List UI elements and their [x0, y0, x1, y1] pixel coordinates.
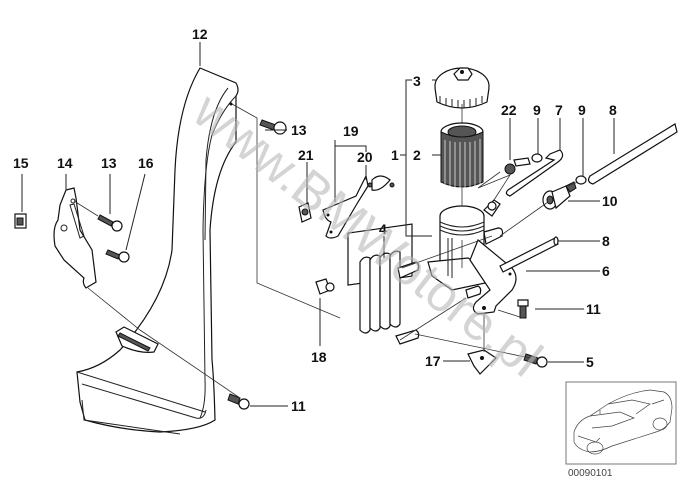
- callout-14: 14: [57, 155, 73, 171]
- callout-22: 22: [501, 102, 517, 118]
- callout-5: 5: [586, 354, 594, 370]
- callout-8: 8: [609, 102, 617, 118]
- screw-part[interactable]: [97, 214, 123, 232]
- callout-labels: 12 13 13 14 15 16 21 19 20 1 2 3 22 9 7 …: [13, 26, 618, 414]
- bracket-part[interactable]: [53, 187, 97, 289]
- callout-19: 19: [343, 123, 359, 139]
- air-duct-part[interactable]: [76, 67, 239, 435]
- oil-cooler-part[interactable]: [347, 223, 420, 345]
- screw-part[interactable]: [259, 119, 287, 135]
- callout-16: 16: [138, 155, 154, 171]
- holder-part[interactable]: [465, 239, 517, 315]
- grommet-part[interactable]: [315, 278, 335, 295]
- clip-nut-part[interactable]: [298, 202, 312, 223]
- filter-element-part[interactable]: [440, 122, 484, 188]
- callout-12: 12: [192, 26, 208, 42]
- bolt-part[interactable]: [227, 393, 250, 410]
- leader-lines: [21, 42, 615, 407]
- callout-1: 1: [391, 147, 399, 163]
- pipe-part[interactable]: [499, 123, 678, 273]
- vehicle-thumbnail: 00090101: [565, 381, 677, 479]
- callout-21: 21: [298, 147, 314, 163]
- callout-6: 6: [602, 263, 610, 279]
- bracket-set-part[interactable]: [322, 174, 395, 239]
- fitting-part[interactable]: [504, 157, 531, 175]
- callout-20: 20: [357, 149, 373, 165]
- bolt-part[interactable]: [517, 299, 529, 319]
- callout-17: 17: [425, 353, 441, 369]
- connector-part[interactable]: [542, 181, 577, 210]
- reference-code: 00090101: [568, 468, 613, 479]
- bolt-part[interactable]: [523, 353, 548, 368]
- callout-4: 4: [379, 221, 387, 237]
- callout-3: 3: [413, 73, 421, 89]
- callout-15: 15: [13, 155, 29, 171]
- callout-9: 9: [578, 102, 586, 118]
- filter-cover-part[interactable]: [434, 67, 490, 109]
- callout-8: 8: [602, 233, 610, 249]
- car-outline-icon: [573, 389, 673, 455]
- hose-clamp-part[interactable]: [531, 153, 587, 185]
- callout-11: 11: [291, 398, 306, 414]
- clip-nut-part[interactable]: [14, 213, 27, 229]
- callout-18: 18: [311, 349, 327, 365]
- callout-10: 10: [602, 193, 618, 209]
- callout-13: 13: [101, 155, 117, 171]
- callout-2: 2: [413, 147, 421, 163]
- screw-part[interactable]: [105, 249, 130, 263]
- hose-part[interactable]: [505, 149, 564, 197]
- callout-9: 9: [533, 102, 541, 118]
- assembly-lines: [73, 103, 579, 399]
- callout-13: 13: [291, 122, 307, 138]
- callout-11: 11: [586, 301, 601, 317]
- callout-7: 7: [555, 102, 563, 118]
